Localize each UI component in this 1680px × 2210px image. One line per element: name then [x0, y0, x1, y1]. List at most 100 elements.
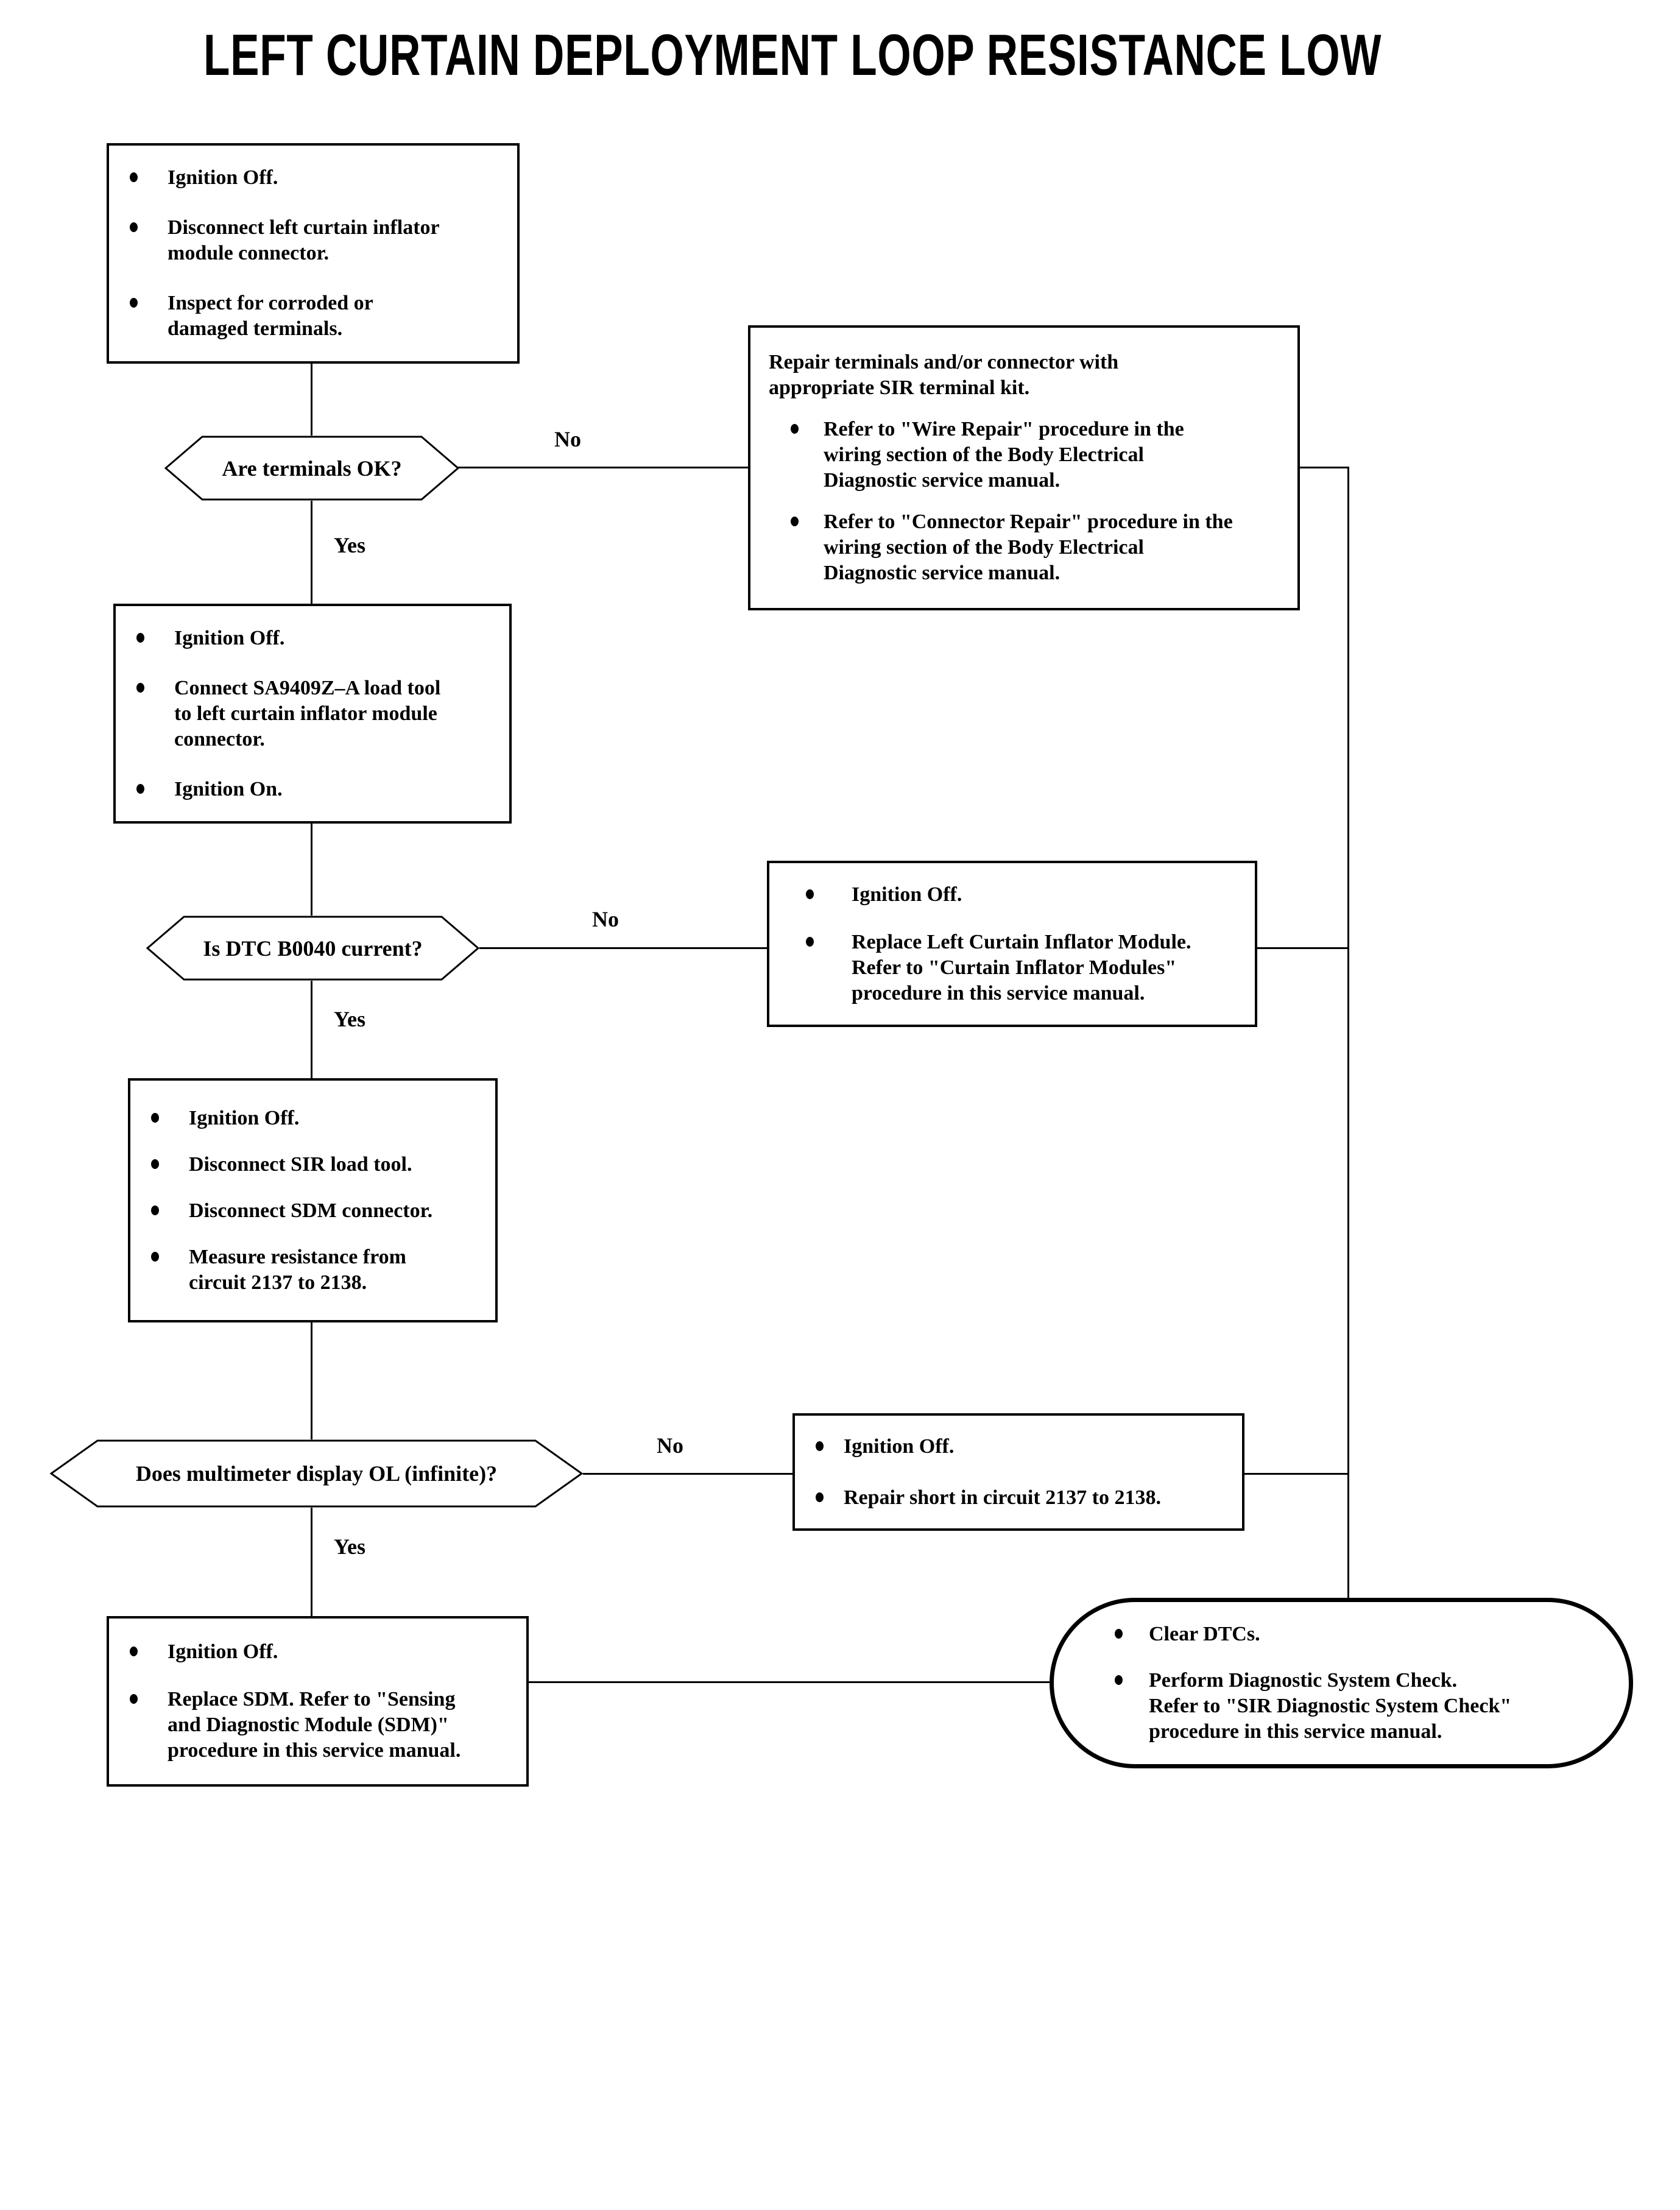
bullet-item: Refer to "Wire Repair" procedure in the …: [750, 417, 1297, 493]
text-line: Diagnostic service manual.: [824, 562, 1061, 584]
bullet-icon: [130, 222, 138, 232]
bullet-item: Ignition Off.: [109, 165, 517, 191]
text-line: Replace SDM. Refer to "Sensing: [168, 1688, 456, 1710]
text-line: Ignition Off.: [174, 626, 285, 649]
line-replace-sdm-to-oval: [529, 1681, 1050, 1683]
line-measure-to-decision3: [311, 1322, 312, 1439]
text-line: Clear DTCs.: [1149, 1623, 1260, 1645]
text-line: Refer to "Connector Repair" procedure in…: [824, 510, 1233, 533]
bullet-item: Replace SDM. Refer to "Sensing and Diagn…: [109, 1687, 526, 1763]
bullet-icon: [1115, 1675, 1123, 1685]
text-line: Disconnect left curtain inflator: [168, 216, 440, 239]
decision-question: Does multimeter display OL (infinite)?: [135, 1461, 498, 1486]
process-box-measure-resistance: Ignition Off. Disconnect SIR load tool. …: [128, 1078, 498, 1322]
text-line: circuit 2137 to 2138.: [189, 1271, 367, 1294]
line-decision2-yes-to-measure: [311, 981, 312, 1078]
text-line: Connect SA9409Z–A load tool: [174, 676, 441, 699]
bullet-icon: [151, 1251, 159, 1262]
bullet-item: Ignition Off.: [769, 882, 1255, 908]
bullet-icon: [1115, 1629, 1123, 1639]
terminal-clear-dtcs: Clear DTCs. Perform Diagnostic System Ch…: [1050, 1598, 1633, 1768]
bullet-item: Ignition Off.: [130, 1106, 495, 1131]
text-line: Repair short in circuit 2137 to 2138.: [844, 1486, 1161, 1509]
decision-question: Is DTC B0040 current?: [203, 936, 423, 961]
text-line: procedure in this service manual.: [1149, 1720, 1442, 1743]
branch-label-yes-dtc: Yes: [334, 1007, 365, 1031]
text-line: to left curtain inflator module: [174, 702, 437, 725]
branch-label-yes-terminals: Yes: [334, 533, 365, 557]
bullet-icon: [806, 936, 814, 947]
text-line: Ignition On.: [174, 777, 283, 800]
box-intro: Repair terminals and/or connector with a…: [750, 350, 1297, 401]
text-line: Ignition Off.: [168, 166, 278, 189]
text-line: and Diagnostic Module (SDM)": [168, 1714, 449, 1736]
text-line: Refer to "SIR Diagnostic System Check": [1149, 1695, 1512, 1717]
text-line: Repair terminals and/or connector with: [769, 351, 1119, 373]
bullet-item: Refer to "Connector Repair" procedure in…: [750, 509, 1297, 586]
bullet-icon: [816, 1492, 824, 1502]
text-line: procedure in this service manual.: [168, 1739, 461, 1762]
line-decision1-no-to-repair-terminals: [458, 467, 748, 468]
bullet-item: Disconnect left curtain inflator module …: [109, 215, 517, 266]
line-repair-short-to-collector: [1244, 1473, 1347, 1475]
text-line: damaged terminals.: [168, 317, 343, 340]
text-line: Diagnostic service manual.: [824, 469, 1061, 492]
process-box-repair-terminals: Repair terminals and/or connector with a…: [748, 325, 1300, 610]
bullet-item: Connect SA9409Z–A load tool to left curt…: [116, 676, 509, 752]
text-line: Refer to "Wire Repair" procedure in the: [824, 418, 1184, 440]
text-line: Measure resistance from: [189, 1245, 406, 1268]
text-line: Ignition Off.: [844, 1435, 955, 1458]
text-line: Ignition Off.: [189, 1106, 300, 1129]
decision-multimeter-ol: Does multimeter display OL (infinite)?: [50, 1439, 583, 1508]
process-box-connect-load-tool: Ignition Off. Connect SA9409Z–A load too…: [113, 604, 512, 824]
bullet-item: Inspect for corroded or damaged terminal…: [109, 291, 517, 342]
bullet-icon: [791, 424, 799, 434]
bullet-icon: [130, 1647, 138, 1656]
bullet-item: Ignition Off.: [795, 1434, 1242, 1460]
line-decision1-yes-to-load-tool: [311, 501, 312, 604]
branch-label-no-dtc: No: [592, 907, 619, 931]
bullet-item: Ignition On.: [116, 777, 509, 802]
bullet-item: Disconnect SDM connector.: [130, 1198, 495, 1224]
page-title: LEFT CURTAIN DEPLOYMENT LOOP RESISTANCE …: [203, 23, 1382, 88]
bullet-icon: [151, 1112, 159, 1123]
bullet-icon: [816, 1441, 824, 1451]
line-collector-to-oval: [1347, 467, 1349, 1600]
bullet-icon: [136, 682, 144, 693]
branch-label-yes-multimeter: Yes: [334, 1534, 365, 1559]
bullet-item: Clear DTCs.: [1054, 1622, 1629, 1647]
text-line: Ignition Off.: [168, 1640, 278, 1663]
line-decision3-no-to-repair-short: [583, 1473, 792, 1475]
hexagon-shape: [146, 916, 479, 981]
text-line: Inspect for corroded or: [168, 292, 373, 314]
text-line: wiring section of the Body Electrical: [824, 443, 1144, 466]
decision-dtc-current: Is DTC B0040 current?: [146, 916, 479, 981]
bullet-icon: [806, 889, 814, 899]
process-box-replace-inflator-module: Ignition Off. Replace Left Curtain Infla…: [767, 861, 1257, 1027]
bullet-icon: [151, 1159, 159, 1169]
text-line: appropriate SIR terminal kit.: [769, 376, 1030, 399]
process-box-replace-sdm: Ignition Off. Replace SDM. Refer to "Sen…: [107, 1616, 529, 1787]
text-line: Replace Left Curtain Inflator Module.: [852, 930, 1191, 953]
text-line: connector.: [174, 727, 265, 750]
bullet-icon: [791, 517, 799, 526]
bullet-item: Measure resistance from circuit 2137 to …: [130, 1244, 495, 1296]
line-load-tool-to-decision2: [311, 824, 312, 916]
bullet-icon: [130, 1694, 138, 1704]
bullet-item: Ignition Off.: [109, 1639, 526, 1665]
text-line: procedure in this service manual.: [852, 981, 1145, 1004]
branch-label-no-terminals: No: [554, 427, 581, 451]
bullet-item: Ignition Off.: [116, 626, 509, 651]
line-replace-inflator-to-collector: [1257, 947, 1347, 949]
line-decision2-no-to-replace-inflator: [479, 947, 767, 949]
bullet-icon: [136, 783, 144, 794]
line-start-to-decision1: [311, 364, 312, 436]
branch-label-no-multimeter: No: [657, 1433, 683, 1458]
bullet-item: Disconnect SIR load tool.: [130, 1152, 495, 1177]
bullet-icon: [136, 632, 144, 643]
bullet-item: Replace Left Curtain Inflator Module. Re…: [769, 930, 1255, 1006]
text-line: wiring section of the Body Electrical: [824, 536, 1144, 559]
decision-question: Are terminals OK?: [222, 456, 402, 481]
line-repair-terminals-to-collector: [1300, 467, 1349, 468]
